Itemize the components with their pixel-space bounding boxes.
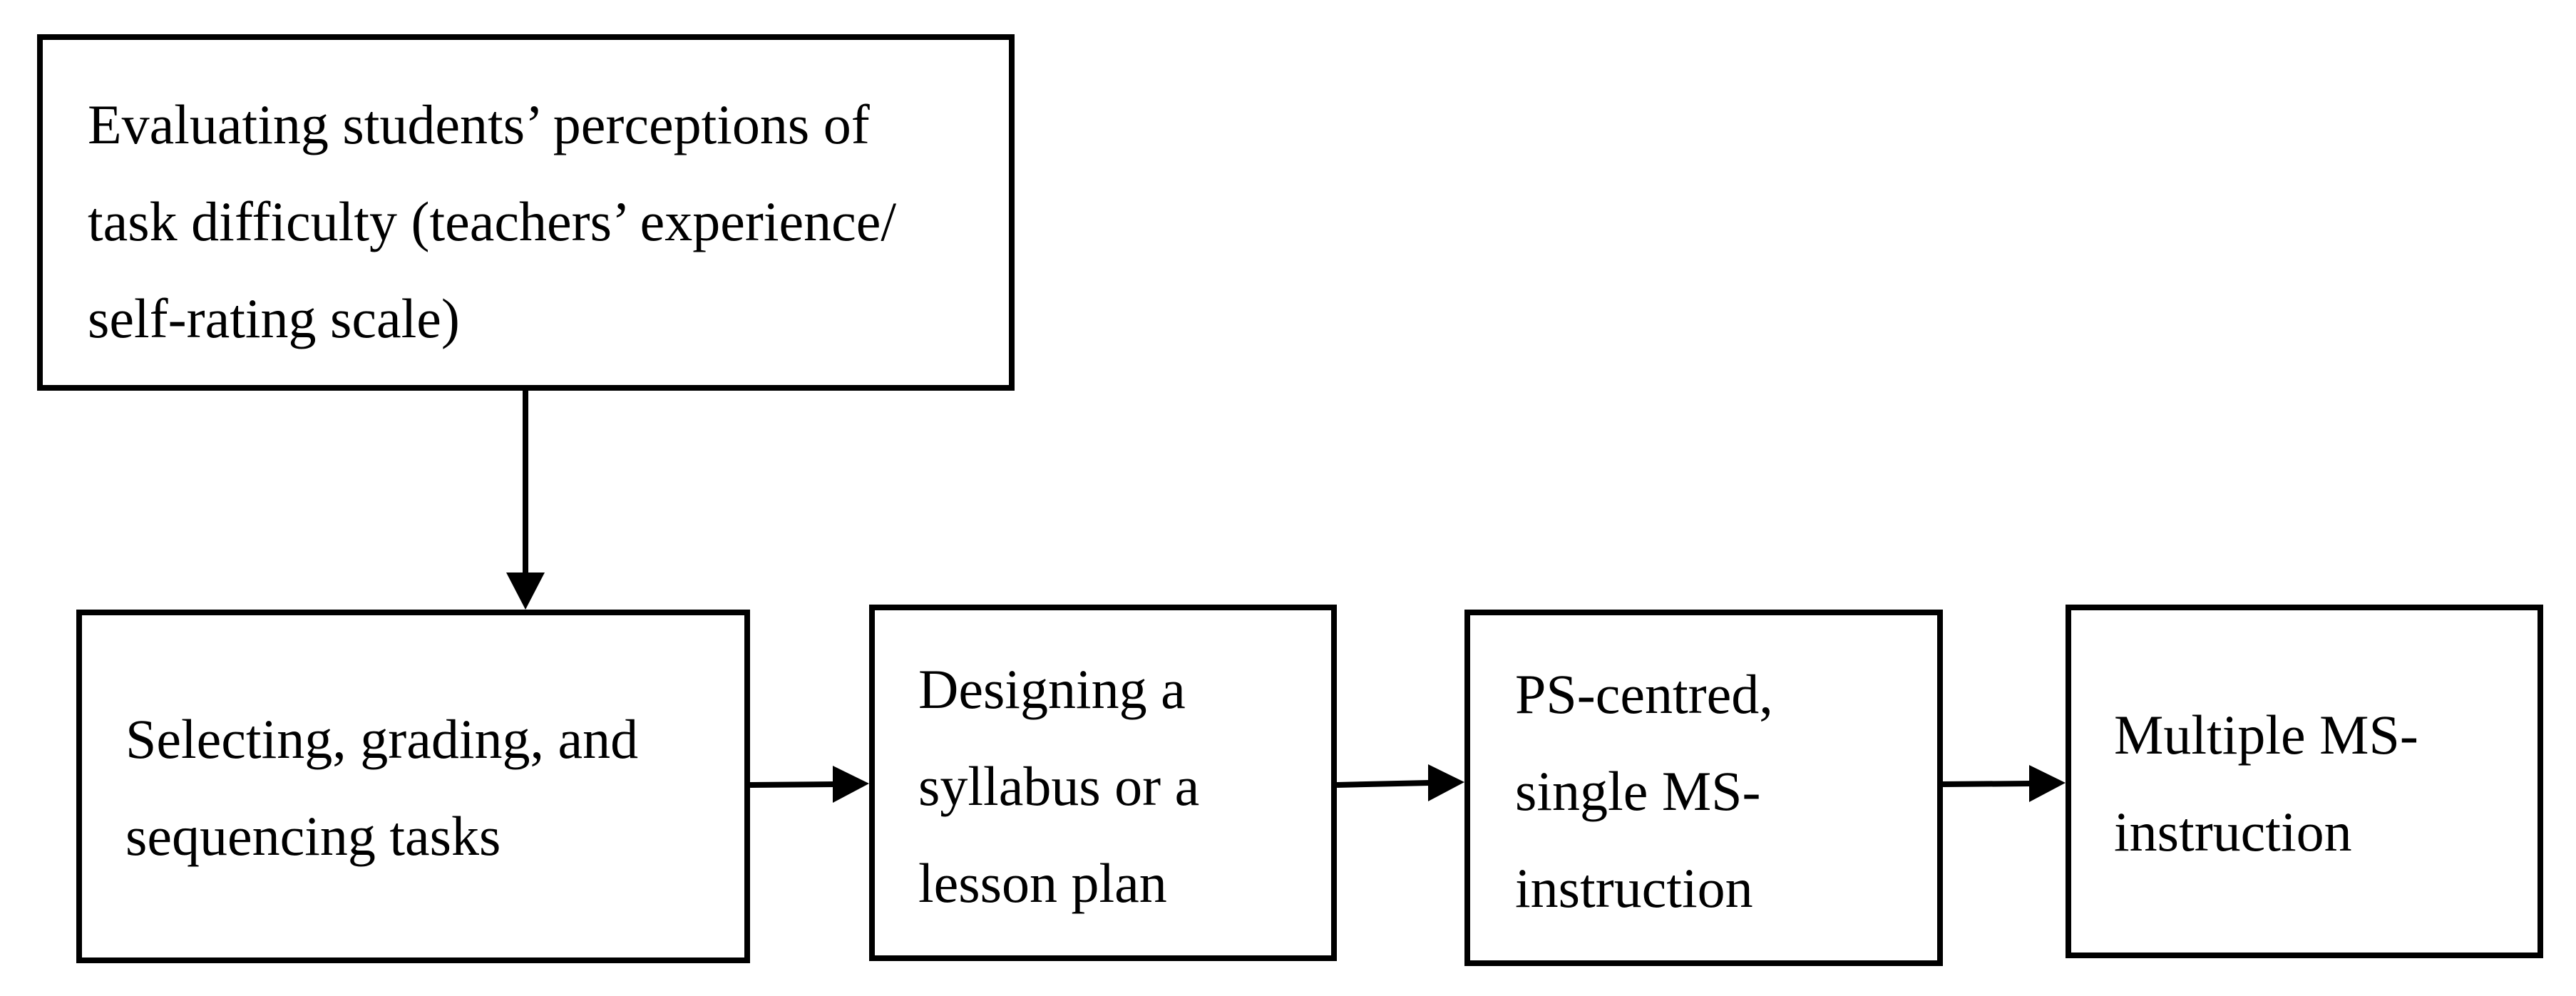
box-ps-centred-line-2: single MS- bbox=[1515, 760, 1761, 822]
arrow-ps-centred-to-multiple bbox=[1942, 765, 2066, 802]
box-selecting-text: Selecting, grading, and sequencing tasks bbox=[125, 691, 638, 885]
box-evaluating-line-2: task difficulty (teachers’ experience/ bbox=[88, 190, 897, 252]
box-ps-centred-line-3: instruction bbox=[1515, 857, 1753, 919]
arrow-designing-to-ps-centred-line bbox=[1336, 780, 1430, 788]
box-designing-line-1: Designing a bbox=[918, 658, 1186, 720]
box-designing-syllabus bbox=[869, 605, 1337, 961]
arrow-designing-to-ps-centred-head bbox=[1428, 764, 1464, 801]
box-designing-line-2: syllabus or a bbox=[918, 755, 1200, 817]
arrow-selecting-to-designing-line bbox=[749, 781, 835, 788]
box-evaluating-text: Evaluating students’ perceptions of task… bbox=[88, 76, 896, 367]
box-ps-centred-instruction bbox=[1464, 610, 1943, 966]
box-ps-centred-line-1: PS-centred, bbox=[1515, 663, 1773, 725]
arrow-selecting-to-designing bbox=[749, 766, 869, 803]
arrow-selecting-to-designing-head bbox=[833, 766, 869, 803]
box-selecting-line-2: sequencing tasks bbox=[125, 805, 501, 867]
box-multiple-ms-instruction bbox=[2066, 605, 2543, 958]
box-multiple-line-2: instruction bbox=[2114, 801, 2352, 863]
box-ps-centred-text: PS-centred, single MS- instruction bbox=[1515, 646, 1773, 937]
box-selecting-grading-sequencing bbox=[76, 610, 750, 963]
box-evaluating-task-difficulty bbox=[37, 34, 1015, 391]
arrow-designing-to-ps-centred bbox=[1336, 764, 1464, 801]
box-evaluating-line-1: Evaluating students’ perceptions of bbox=[88, 93, 870, 155]
box-designing-text: Designing a syllabus or a lesson plan bbox=[918, 641, 1199, 932]
box-designing-line-3: lesson plan bbox=[918, 852, 1167, 914]
arrow-evaluating-to-selecting-head bbox=[506, 573, 545, 610]
box-evaluating-line-3: self-rating scale) bbox=[88, 287, 460, 349]
box-selecting-line-1: Selecting, grading, and bbox=[125, 708, 639, 770]
arrow-evaluating-to-selecting bbox=[506, 391, 545, 610]
box-multiple-line-1: Multiple MS- bbox=[2114, 704, 2418, 766]
arrow-ps-centred-to-multiple-head bbox=[2029, 765, 2066, 802]
box-multiple-text: Multiple MS- instruction bbox=[2114, 687, 2418, 881]
